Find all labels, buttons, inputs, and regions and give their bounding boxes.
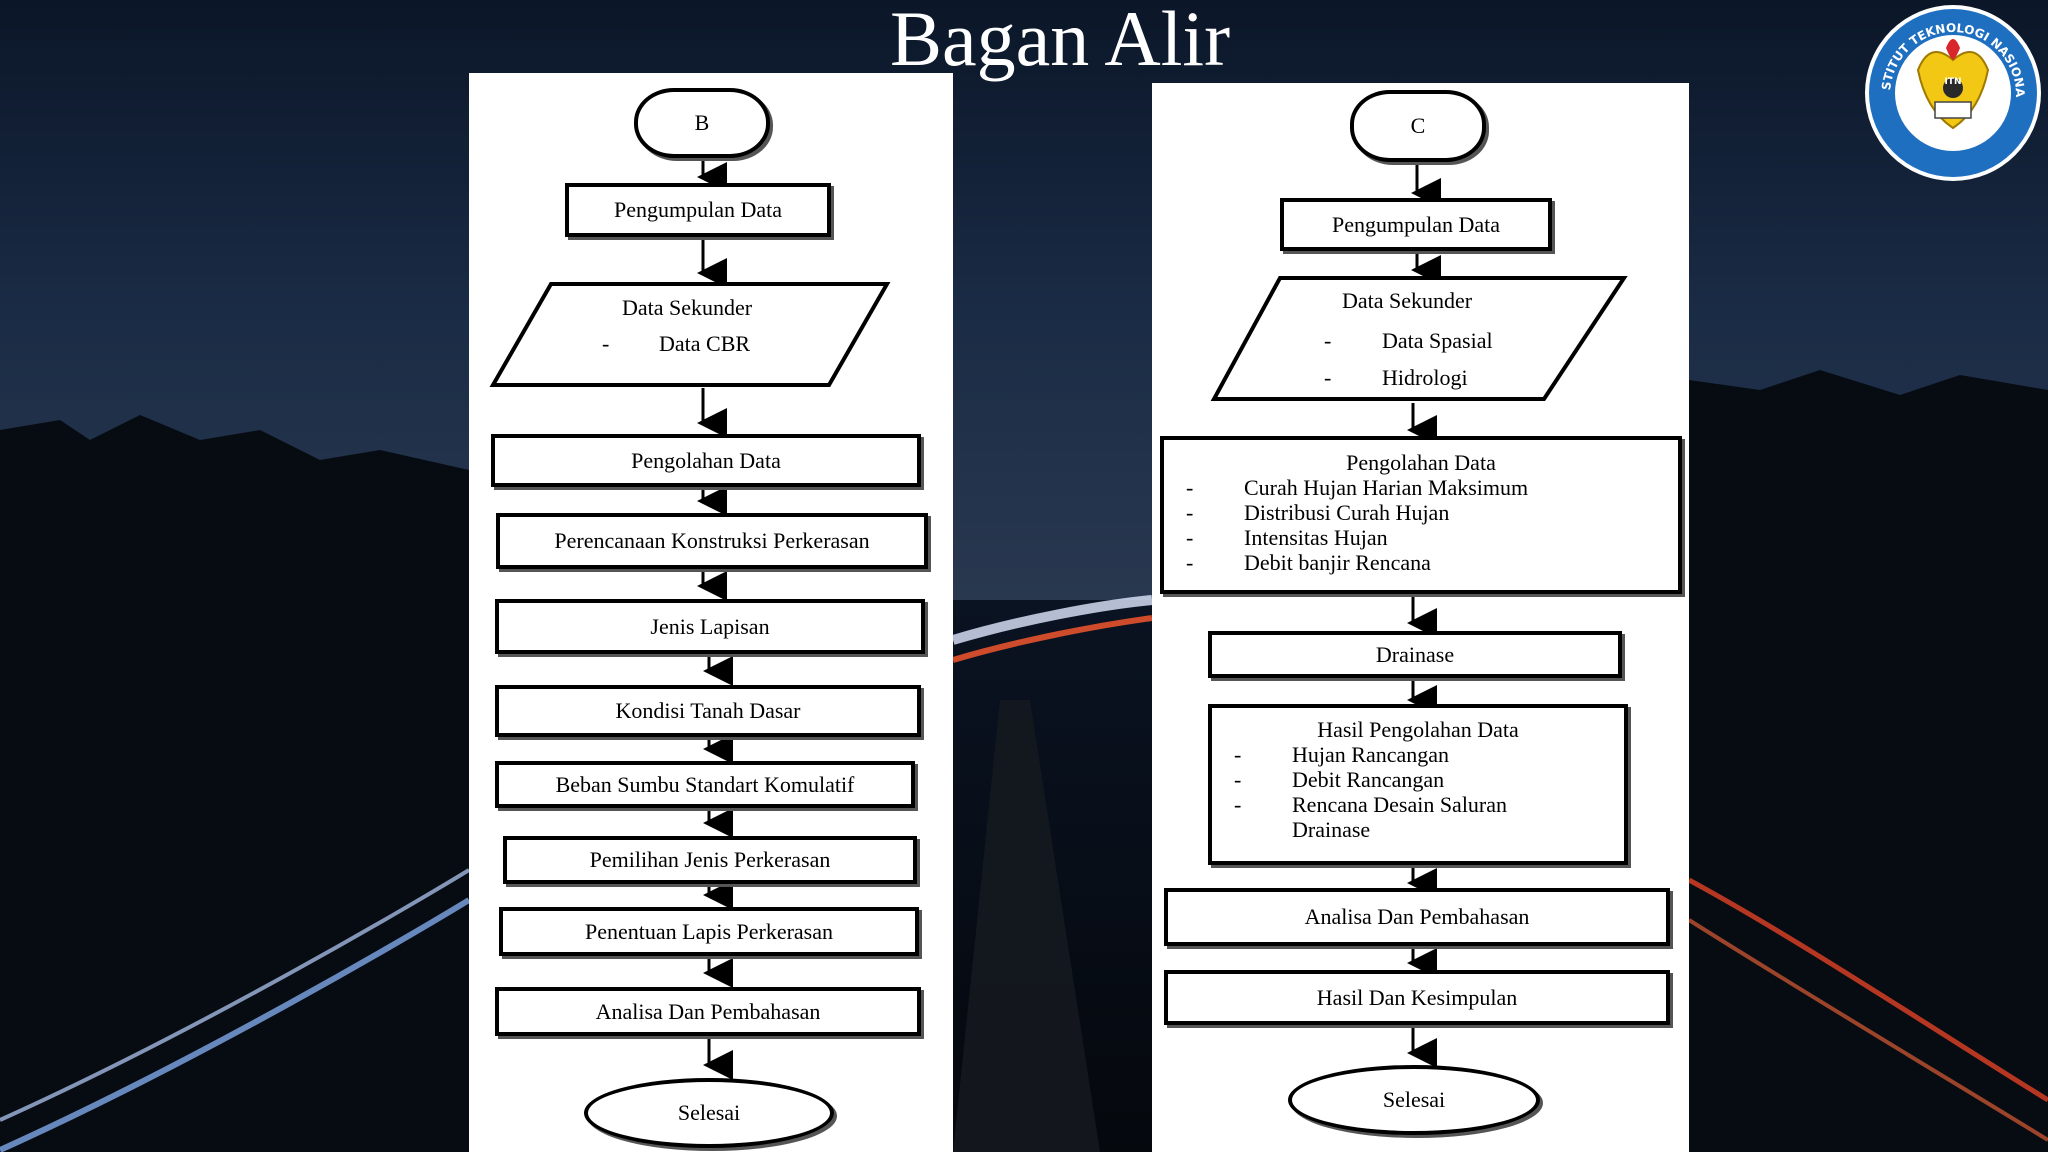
dash: - [1186,550,1194,575]
flow-c-pengolahan-data-box: Pengolahan Data - Curah Hujan Harian Maks… [1160,436,1682,594]
flow-c-step2-label: Drainase [1375,641,1455,667]
flow-b-data-parallelogram [489,282,891,387]
flow-b-step5-label: Kondisi Tanah Dasar [615,698,801,723]
flow-c-start-terminal: C [1350,90,1486,162]
flow-b-data-item-1: Data CBR [659,331,751,356]
item-text: Debit Rancangan [1292,767,1445,792]
item-text: Curah Hujan Harian Maksimum [1244,475,1529,500]
flow-b-start-terminal: B [634,88,770,158]
flow-b-pengumpulan-data: Pengumpulan Data [565,183,831,237]
item-text: Intensitas Hujan [1244,525,1388,550]
flowchart-c-connectors [1407,165,1441,1068]
dash: - [1186,475,1194,500]
flow-c-step4-label: Hasil Dan Kesimpulan [1316,984,1518,1010]
flow-c-results-item-3: - Rencana Desain Saluran Drainase [1212,792,1624,842]
flow-c-processing-title: Pengolahan Data [1346,450,1496,475]
flow-b-step7-label: Pemilihan Jenis Perkerasan [589,847,831,872]
flow-b-analisa-pembahasan: Analisa Dan Pembahasan [495,987,921,1036]
flow-c-results-title: Hasil Pengolahan Data [1317,717,1519,742]
flow-c-analisa-pembahasan: Analisa Dan Pembahasan [1164,888,1670,946]
logo-bottom-text: MALANG [1924,131,1982,151]
flow-c-processing-item-2: - Distribusi Curah Hujan [1164,500,1678,525]
flow-c-data-dash-2: - [1324,365,1332,390]
flow-c-step1-label: Pengumpulan Data [1331,211,1501,237]
flow-c-end-terminal: Selesai [1288,1065,1540,1135]
dash: - [1234,792,1242,817]
flow-b-step2-label: Pengolahan Data [631,447,781,473]
flow-b-data-dash: - [602,331,610,356]
flowchart-b-panel: B Pengumpulan Data Data Sekunder - Data … [469,73,953,1152]
item-text: Distribusi Curah Hujan [1244,500,1450,525]
flow-b-step3-label: Perencanaan Konstruksi Perkerasan [554,528,870,553]
flow-c-data-item-1: Data Spasial [1382,328,1493,353]
flow-b-data-title: Data Sekunder [622,295,753,320]
flow-b-step4-label: Jenis Lapisan [650,613,770,639]
dash: - [1234,742,1242,767]
flow-c-pengumpulan-data: Pengumpulan Data [1280,198,1552,251]
flowchart-c-panel: C Pengumpulan Data Data Sekunder - Data … [1152,83,1689,1152]
flow-b-penentuan-lapis-perkerasan: Penentuan Lapis Perkerasan [499,907,919,956]
dash: - [1234,767,1242,792]
flow-c-results-item-1: - Hujan Rancangan [1212,742,1624,767]
dash: - [1186,525,1194,550]
flow-c-processing-item-1: - Curah Hujan Harian Maksimum [1164,475,1678,500]
flowchart-b-connectors [697,160,733,1080]
flow-c-data-title: Data Sekunder [1342,288,1473,313]
flow-c-results-item-2: - Debit Rancangan [1212,767,1624,792]
flow-c-data-item-2: Hidrologi [1382,365,1468,390]
flow-c-drainase: Drainase [1208,631,1622,678]
flow-b-step6-label: Beban Sumbu Standart Komulatif [555,771,855,797]
slide-title: Bagan Alir [889,0,1231,82]
flow-c-start-label: C [1410,113,1426,138]
dash: - [1186,500,1194,525]
flow-b-end-terminal: Selesai [584,1078,834,1148]
item-text: Hujan Rancangan [1292,742,1449,767]
flow-c-step3-label: Analisa Dan Pembahasan [1304,904,1530,929]
flow-b-jenis-lapisan: Jenis Lapisan [495,599,925,654]
flow-c-hasil-kesimpulan: Hasil Dan Kesimpulan [1164,970,1670,1025]
flow-b-kondisi-tanah-dasar: Kondisi Tanah Dasar [495,685,921,737]
item-text: Rencana Desain Saluran Drainase [1292,792,1508,842]
flow-b-perencanaan-konstruksi: Perencanaan Konstruksi Perkerasan [496,513,928,569]
flow-b-step1-label: Pengumpulan Data [613,197,783,222]
flow-b-end-label: Selesai [677,1100,741,1125]
flow-b-beban-sumbu: Beban Sumbu Standart Komulatif [495,761,915,808]
flow-c-processing-item-4: - Debit banjir Rencana [1164,550,1678,575]
flow-c-end-label: Selesai [1382,1087,1446,1112]
flow-c-processing-item-3: - Intensitas Hujan [1164,525,1678,550]
svg-text:MALANG: MALANG [1924,131,1982,151]
flow-b-pengolahan-data: Pengolahan Data [491,434,921,487]
flow-b-step8-label: Penentuan Lapis Perkerasan [584,918,834,944]
flow-b-step9-label: Analisa Dan Pembahasan [595,998,821,1024]
flow-b-start-label: B [694,110,710,135]
item-text: Debit banjir Rencana [1244,550,1431,575]
flow-b-pemilihan-jenis-perkerasan: Pemilihan Jenis Perkerasan [503,836,917,884]
flow-c-data-parallelogram [1210,276,1628,401]
logo-emblem-text: ITN [1944,77,1961,87]
flow-c-hasil-pengolahan-box: Hasil Pengolahan Data - Hujan Rancangan -… [1208,704,1628,865]
flow-c-data-dash-1: - [1324,328,1332,353]
itn-malang-logo: INSTITUT TEKNOLOGI NASIONAL MALANG ITN [1860,0,2041,181]
